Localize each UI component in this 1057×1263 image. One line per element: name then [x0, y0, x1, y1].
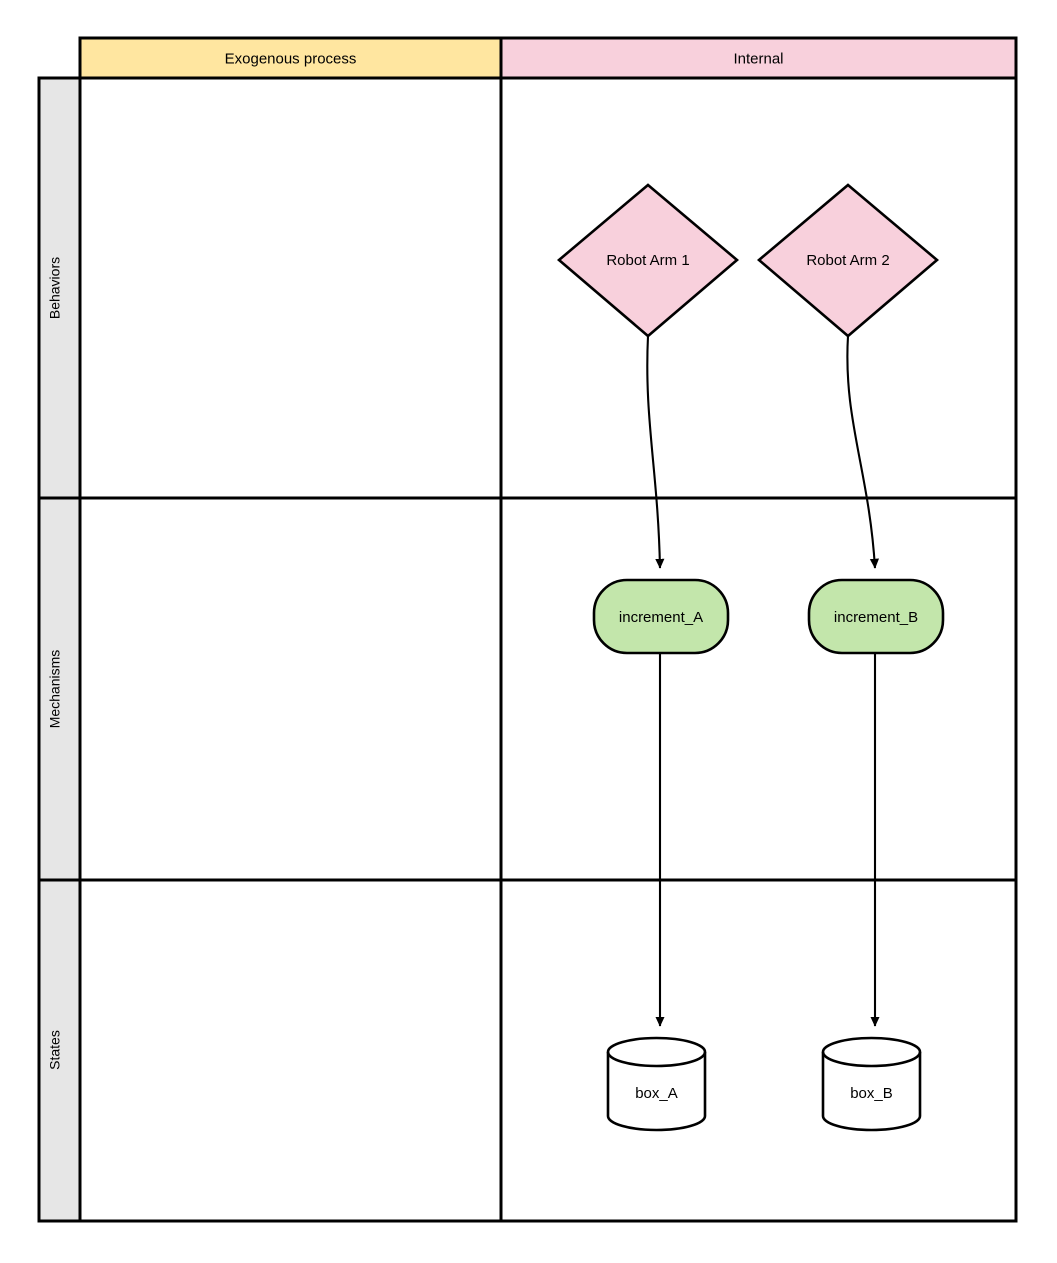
- cylinder-top-ellipse-box-a: [606, 1051, 707, 1068]
- rounded-rect-shape-increment-b: [807, 578, 945, 655]
- node-box-b[interactable]: box_B: [821, 1036, 922, 1132]
- node-box-a-label: box_A: [635, 1085, 678, 1102]
- edge-robot-arm-2-to-increment-b: [846, 335, 880, 569]
- node-robot-arm-1[interactable]: Robot Arm 1: [556, 183, 740, 338]
- node-increment-b[interactable]: increment_B: [807, 578, 945, 655]
- cell-internal-mechanisms: [499, 496, 1018, 882]
- node-robot-arm-2-label: Robot Arm 2: [806, 252, 889, 269]
- diamond-shape-robot-arm-2: [756, 183, 940, 338]
- diamond-shape-robot-arm-1: [556, 183, 740, 338]
- row-label-behaviors-text: Behaviors: [47, 257, 63, 319]
- node-increment-b-label: increment_B: [834, 609, 918, 626]
- rounded-rect-shape-increment-a: [592, 578, 730, 655]
- cell-internal-behaviors: [499, 76, 1018, 500]
- column-header-internal-label: Internal: [733, 51, 783, 68]
- cell-exogenous-mechanisms: [78, 496, 503, 882]
- cell-internal-states: [499, 878, 1018, 1223]
- edge-robot-arm-1-to-increment-a: [646, 335, 665, 569]
- cylinder-shape-box-b: [821, 1036, 922, 1132]
- cell-exogenous-behaviors: [78, 76, 503, 500]
- node-increment-a[interactable]: increment_A: [592, 578, 730, 655]
- row-label-states-text: States: [47, 1030, 63, 1070]
- cylinder-top-ellipse-box-b: [821, 1051, 922, 1068]
- column-header-exogenous-label: Exogenous process: [225, 51, 357, 68]
- node-robot-arm-2[interactable]: Robot Arm 2: [756, 183, 940, 338]
- cell-exogenous-states: [78, 878, 503, 1223]
- row-label-mechanisms-text: Mechanisms: [47, 650, 63, 729]
- row-label-states-cell: [37, 878, 82, 1223]
- node-robot-arm-1-label: Robot Arm 1: [606, 252, 689, 269]
- cylinder-shape-box-a: [606, 1036, 707, 1132]
- node-box-b-label: box_B: [850, 1085, 893, 1102]
- node-increment-a-label: increment_A: [619, 609, 703, 626]
- node-box-a[interactable]: box_A: [606, 1036, 707, 1132]
